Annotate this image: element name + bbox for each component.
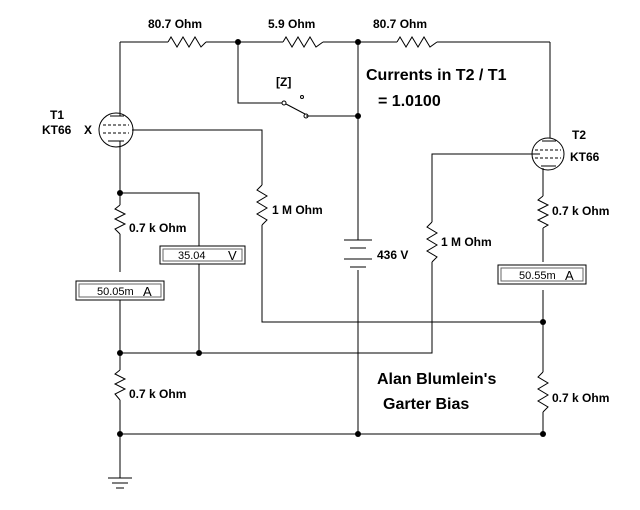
resistor-top-left: 80.7 Ohm: [148, 17, 207, 48]
resistor-top-mid-label: 5.9 Ohm: [268, 17, 315, 31]
tube-t1-mark: X: [84, 123, 92, 137]
ammeter-t1-value: 50.05m: [97, 286, 134, 298]
tube-t1: T1 KT66 X: [42, 108, 134, 148]
voltmeter-unit: V: [228, 248, 237, 263]
tube-t1-type: KT66: [42, 123, 72, 137]
resistor-t2-grid: 1 M Ohm: [426, 221, 492, 263]
ammeter-t2: 50.55m A: [497, 264, 587, 285]
tube-t2-type: KT66: [570, 150, 600, 164]
wires: [119, 41, 551, 478]
ammeter-t2-unit: A: [565, 268, 574, 283]
resistor-bottom-left: 0.7 k Ohm: [113, 369, 186, 401]
resistor-bottom-right-label: 0.7 k Ohm: [552, 391, 609, 405]
resistor-bottom-right: 0.7 k Ohm: [537, 371, 609, 413]
ammeter-t1: 50.05m A: [75, 280, 165, 301]
currents-ratio: = 1.0100: [378, 93, 441, 110]
voltmeter-value: 35.04: [178, 250, 206, 262]
tube-t1-name: T1: [50, 108, 64, 122]
resistor-t1-cathode-label: 0.7 k Ohm: [129, 221, 186, 235]
ground-symbol: [108, 477, 132, 489]
resistor-t2-grid-label: 1 M Ohm: [441, 235, 492, 249]
voltmeter: 35.04 V: [159, 245, 246, 265]
resistor-t1-grid: 1 M Ohm: [256, 184, 323, 226]
resistor-t2-cathode-label: 0.7 k Ohm: [552, 204, 609, 218]
battery-label: 436 V: [377, 248, 408, 262]
resistor-top-left-label: 80.7 Ohm: [148, 17, 202, 31]
switch: [Z]: [276, 75, 309, 119]
resistor-top-right: 80.7 Ohm: [373, 17, 438, 48]
switch-key-label: [Z]: [276, 75, 291, 89]
resistor-t2-cathode: 0.7 k Ohm: [536, 195, 609, 229]
tube-t2-name: T2: [572, 128, 586, 142]
resistor-bottom-left-label: 0.7 k Ohm: [129, 387, 186, 401]
ammeter-t1-unit: A: [143, 284, 152, 299]
junction-dots: [117, 39, 546, 437]
caption-line1: Alan Blumlein's: [377, 371, 496, 388]
resistor-t1-cathode: 0.7 k Ohm: [113, 204, 186, 235]
resistor-t1-grid-label: 1 M Ohm: [272, 203, 323, 217]
resistor-top-right-label: 80.7 Ohm: [373, 17, 427, 31]
resistor-top-mid: 5.9 Ohm: [268, 17, 324, 48]
currents-title: Currents in T2 / T1: [366, 67, 507, 84]
ammeter-t2-value: 50.55m: [519, 270, 556, 282]
caption-line2: Garter Bias: [383, 396, 469, 413]
battery: 436 V: [344, 239, 408, 268]
tube-t2: T2 KT66: [531, 128, 600, 171]
